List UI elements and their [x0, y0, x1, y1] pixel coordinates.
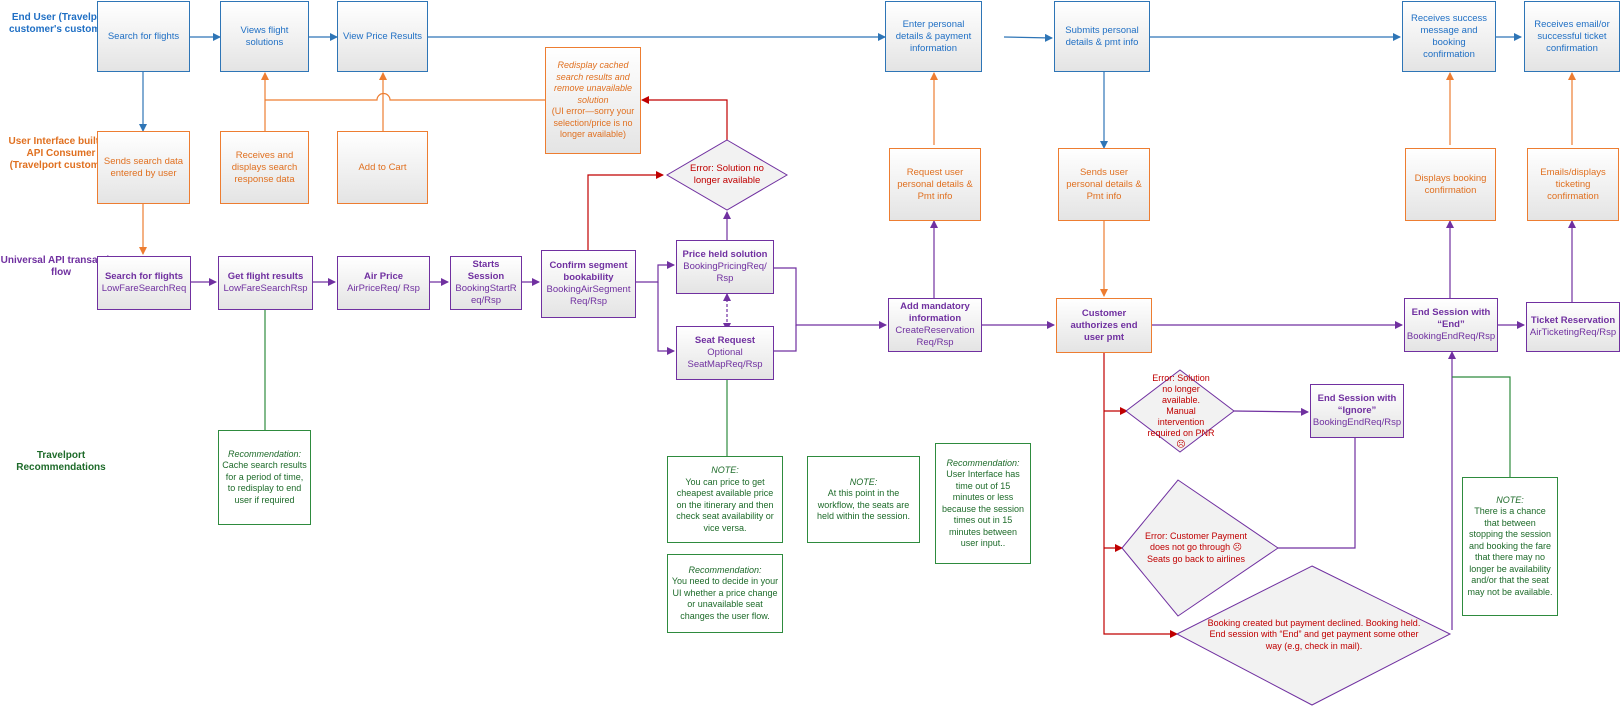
step-label: Emails/displays ticketing confirmation: [1540, 166, 1606, 202]
api-message: LowFareSearchReq: [101, 283, 187, 294]
ui-emails-displays: Emails/displays ticketing confirmation: [1527, 148, 1619, 221]
api-message: BookingPricingReq/ Rsp: [683, 261, 767, 284]
api-customer-authorizes: Customer authorizes end user pmt: [1056, 298, 1152, 353]
api-message: LowFareSearchRsp: [223, 283, 308, 294]
api-message: BookingStartR eq/Rsp: [455, 283, 517, 306]
error-payment-failed: Error: Customer Payment does not go thro…: [1144, 530, 1248, 564]
step-label: Search for flights: [107, 30, 180, 42]
lane-label-recommendations: Travelport Recommendations: [16, 450, 106, 473]
step-label: Request user personal details & Pmt info: [897, 166, 973, 202]
api-title: Search for flights: [104, 271, 184, 282]
step-receives-email: Receives email/or successful ticket conf…: [1524, 1, 1620, 72]
api-message: AirPriceReq/ Rsp: [347, 283, 420, 294]
lane-label-uapi: Universal API transaction flow: [0, 255, 122, 278]
note-seats-held: NOTE:At this point in the workflow, the …: [807, 456, 920, 543]
lane-label-end-user: End User (Travelport customer's customer…: [8, 12, 114, 35]
redisplay-error-text: (UI error—sorry your selection/price is …: [551, 106, 635, 140]
step-label: Add to Cart: [358, 161, 407, 173]
rec-cache-results: Recommendation:Cache search results for …: [218, 430, 311, 525]
api-message: BookingEndReq/Rsp: [1312, 417, 1402, 428]
note-text: There is a chance that between stopping …: [1467, 506, 1553, 597]
api-title: End Session with “Ignore”: [1317, 393, 1397, 416]
rec-label: Recommendation:: [227, 448, 302, 459]
step-label: Receives email/or successful ticket conf…: [1534, 18, 1610, 54]
step-search-flights: Search for flights: [97, 1, 190, 72]
error-solution-no-longer: Error: Solution no longer available: [690, 163, 764, 186]
api-message: SeatMapReq/Rsp: [687, 359, 763, 370]
step-views-solutions: Views flight solutions: [220, 1, 309, 72]
step-label: Submits personal details & pmt info: [1065, 24, 1139, 48]
step-view-price: View Price Results: [337, 1, 428, 72]
booking-payment-declined: Booking created but payment declined. Bo…: [1207, 617, 1421, 651]
api-message: AirTicketingReq/Rsp: [1529, 327, 1617, 338]
ui-add-to-cart: Add to Cart: [337, 131, 428, 204]
note-label: NOTE:: [711, 465, 739, 475]
ui-displays-booking: Displays booking confirmation: [1405, 148, 1496, 221]
note-text: You can price to get cheapest available …: [676, 476, 774, 533]
api-title: Add mandatory information: [900, 301, 970, 324]
rec-label: Recommendation:: [946, 457, 1020, 468]
step-enter-details: Enter personal details & payment informa…: [885, 1, 982, 72]
note-availability-chance: NOTE:There is a chance that between stop…: [1462, 477, 1558, 616]
step-receives-success: Receives success message and booking con…: [1402, 1, 1496, 72]
ui-request-user-details: Request user personal details & Pmt info: [889, 148, 981, 221]
api-title: Seat Request: [694, 335, 756, 346]
lane-label-ui: User Interface built by API Consumer (Tr…: [8, 136, 114, 171]
api-title: Ticket Reservation: [1530, 315, 1616, 326]
api-message: CreateReservation Req/Rsp: [895, 325, 975, 348]
api-title: Confirm segment bookability: [549, 260, 628, 283]
ui-redisplay-cached: Redisplay cached search results and remo…: [545, 47, 641, 154]
api-message: BookingAirSegment Req/Rsp: [546, 284, 631, 307]
redisplay-italic-text: Redisplay cached search results and remo…: [553, 60, 633, 105]
rec-label: Recommendation:: [688, 564, 762, 575]
api-title: End Session with “End”: [1411, 307, 1491, 330]
rec-text: Cache search results for a period of tim…: [222, 460, 307, 505]
step-label: Views flight solutions: [240, 24, 289, 48]
rec-decide-ui-flow: Recommendation:You need to decide in you…: [667, 554, 783, 633]
api-title: Starts Session: [467, 259, 505, 282]
rec-ui-timeout: Recommendation:User Interface has time o…: [935, 443, 1031, 564]
error-manual-intervention: Error: Solution no longer available. Man…: [1147, 372, 1215, 449]
step-label: View Price Results: [342, 30, 423, 42]
step-label: Receives and displays search response da…: [231, 149, 298, 185]
api-title: Air Price: [363, 271, 404, 282]
step-label: Enter personal details & payment informa…: [895, 18, 972, 54]
api-end-session-ignore: End Session with “Ignore”BookingEndReq/R…: [1310, 384, 1404, 438]
step-submits-details: Submits personal details & pmt info: [1054, 1, 1150, 72]
api-optional-label: Optional: [707, 347, 743, 358]
api-end-session-end: End Session with “End”BookingEndReq/Rsp: [1404, 298, 1498, 352]
step-label: Sends search data entered by user: [103, 155, 184, 179]
step-label: Sends user personal details & Pmt info: [1066, 166, 1142, 202]
rec-text: User Interface has time out of 15 minute…: [941, 469, 1025, 548]
note-price-or-seat: NOTE:You can price to get cheapest avail…: [667, 456, 783, 543]
ui-receives-displays: Receives and displays search response da…: [220, 131, 309, 204]
api-message: BookingEndReq/Rsp: [1406, 331, 1496, 342]
note-text: At this point in the workflow, the seats…: [816, 488, 911, 521]
rec-text: You need to decide in your UI whether a …: [671, 576, 779, 621]
api-title: Price held solution: [682, 249, 768, 260]
api-title: Get flight results: [227, 271, 304, 282]
note-label: NOTE:: [849, 476, 878, 487]
ui-sends-user-details: Sends user personal details & Pmt info: [1058, 148, 1150, 221]
step-label: Displays booking confirmation: [1414, 172, 1487, 196]
note-label: NOTE:: [1496, 494, 1524, 505]
api-title: Customer authorizes end user pmt: [1070, 307, 1138, 343]
step-label: Receives success message and booking con…: [1410, 12, 1488, 60]
ui-sends-search: Sends search data entered by user: [97, 131, 190, 204]
